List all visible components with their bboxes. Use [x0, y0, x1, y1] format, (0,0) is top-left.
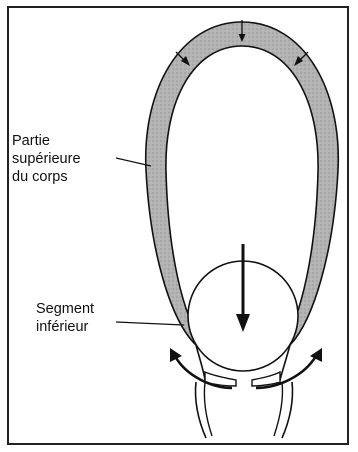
vaginal-wall-right	[282, 382, 293, 438]
label-upper-body-line2: supérieure	[12, 150, 81, 168]
vaginal-wall-left-inner	[204, 382, 212, 436]
label-lower-segment-line2: inférieur	[36, 318, 94, 336]
leader-lower-segment	[116, 322, 184, 325]
label-upper-body-line3: du corps	[12, 168, 81, 186]
vaginal-wall-right-inner	[274, 382, 283, 436]
label-lower-segment-line1: Segment	[36, 300, 94, 318]
label-upper-body-line1: Partie	[12, 132, 81, 150]
label-upper-body: Partie supérieure du corps	[12, 132, 81, 186]
label-lower-segment: Segment inférieur	[36, 300, 94, 336]
